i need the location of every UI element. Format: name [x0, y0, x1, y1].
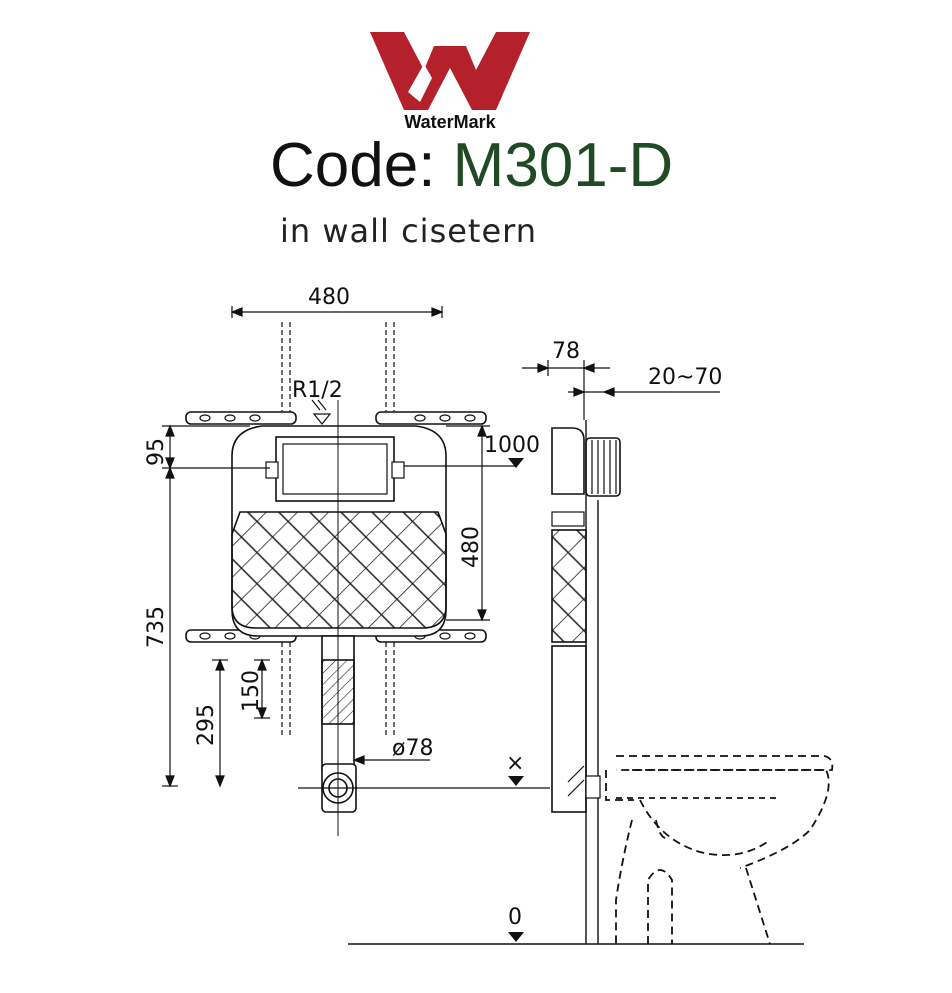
support-rods [281, 322, 395, 736]
dim-bracket-height-label: 480 [459, 526, 484, 568]
dim-upper-height-label: 95 [144, 438, 169, 466]
inlet-label: R1/2 [292, 378, 343, 403]
left-clip [265, 461, 279, 479]
dim-pipe-length-label: 150 [239, 670, 264, 712]
watermark-logo: WaterMark [368, 30, 532, 132]
top-right-bracket [375, 411, 487, 425]
dim-total-height-label: 735 [144, 606, 169, 648]
side-bracket [551, 511, 585, 527]
dim-top-width [230, 306, 444, 318]
product-code-title: Code: M301-D [270, 128, 673, 204]
right-clip [391, 461, 405, 479]
side-flush-button [585, 437, 621, 497]
outlet-marker: × [506, 751, 524, 776]
watermark-logo-text: WaterMark [404, 112, 496, 132]
side-upper-tank [551, 427, 585, 495]
dim-front-right [404, 424, 524, 622]
side-body [551, 529, 587, 643]
dim-button-height-label: 1000 [484, 433, 540, 458]
front-view [185, 322, 487, 836]
code-value: M301-D [452, 131, 674, 200]
inlet-symbol [311, 399, 332, 425]
side-button-ribs [591, 440, 617, 494]
dim-pipe-diameter [352, 755, 430, 765]
dim-side [522, 360, 720, 420]
code-label: Code: [270, 131, 453, 200]
floor [348, 932, 804, 945]
side-view [551, 420, 621, 944]
dim-depth-label: 78 [552, 339, 580, 364]
top-left-bracket [185, 411, 297, 425]
side-outlet-stub [585, 775, 601, 799]
dim-top-width-label: 480 [308, 285, 350, 310]
button-frame [282, 443, 388, 495]
dim-wall-gap-label: 20~70 [648, 365, 722, 390]
floor-level-label: 0 [508, 905, 522, 930]
dim-outlet-height-label: 295 [194, 704, 219, 746]
product-subtitle: in wall cisetern [280, 212, 538, 250]
outlet-level [298, 776, 550, 789]
dim-left [162, 424, 270, 788]
side-pipe [551, 645, 587, 813]
watermark-w-icon [370, 32, 530, 110]
tank-hatched-area [231, 511, 447, 629]
dim-pipe-diameter-label: ø78 [392, 736, 433, 761]
toilet-outline [605, 755, 834, 945]
